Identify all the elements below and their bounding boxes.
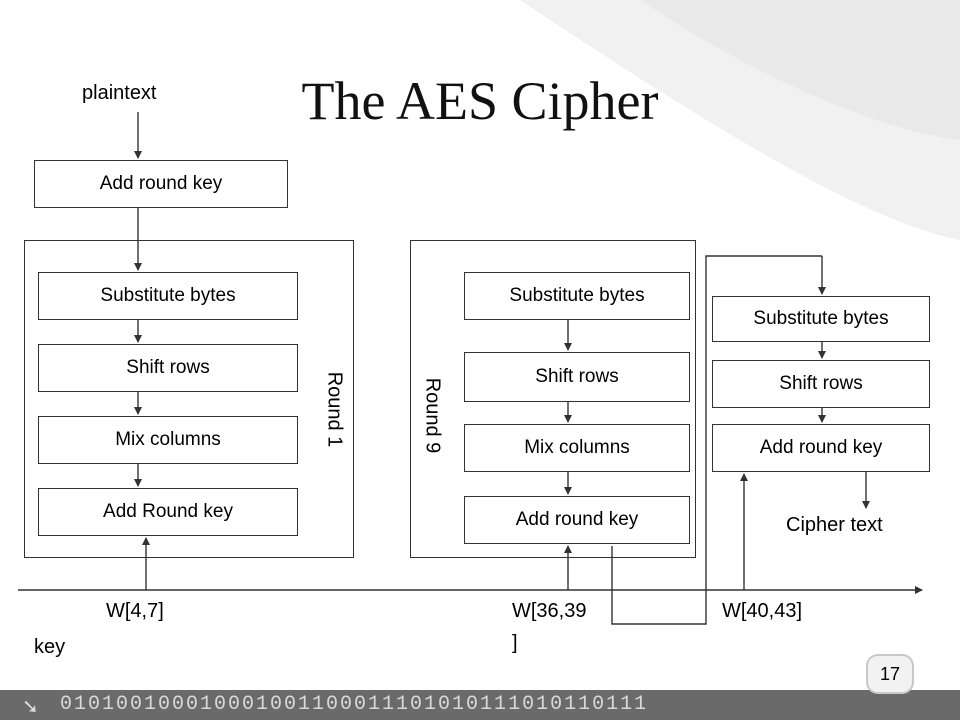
round1-add-round-key: Add Round key [38, 488, 298, 536]
round1-shift-rows: Shift rows [38, 344, 298, 392]
round9-frame [410, 240, 696, 558]
round9-shift-rows: Shift rows [464, 352, 690, 402]
round1-frame [24, 240, 354, 558]
round9-mix-columns: Mix columns [464, 424, 690, 472]
round9-substitute-bytes: Substitute bytes [464, 272, 690, 320]
plaintext-label: plaintext [82, 82, 157, 104]
round9-key-label-continued: ] [512, 632, 518, 654]
footer-binary: 0101001000100010011000111010101110101101… [60, 693, 649, 716]
round1-key-label: W[4,7] [106, 600, 164, 622]
cipher-text-label: Cipher text [786, 514, 883, 536]
arrow-icon: ➘ [22, 696, 39, 718]
round9-label: Round 9 [421, 377, 444, 454]
footer-bar [0, 690, 960, 720]
final-substitute-bytes: Substitute bytes [712, 296, 930, 342]
slide-title: The AES Cipher [301, 71, 659, 131]
final-key-label: W[40,43] [722, 600, 803, 622]
round1-substitute-bytes: Substitute bytes [38, 272, 298, 320]
round1-mix-columns: Mix columns [38, 416, 298, 464]
round9-key-label: W[36,39 [512, 600, 587, 622]
key-axis-label: key [34, 636, 66, 658]
final-add-round-key: Add round key [712, 424, 930, 472]
page-number-badge: 17 [866, 654, 914, 694]
round9-add-round-key: Add round key [464, 496, 690, 544]
round1-label: Round 1 [323, 371, 346, 448]
final-shift-rows: Shift rows [712, 360, 930, 408]
initial-add-round-key-box: Add round key [34, 160, 288, 208]
